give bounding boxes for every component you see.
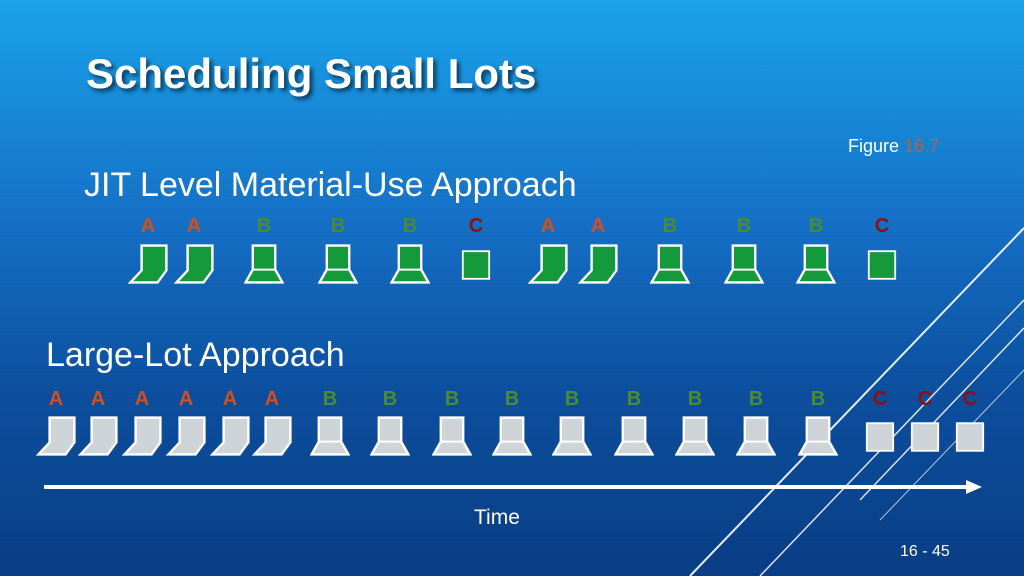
jit-label-b: B [256, 215, 272, 237]
part-b-icon [389, 244, 431, 289]
time-axis-label: Time [474, 506, 520, 529]
part-a-icon [209, 416, 250, 461]
jit-label-a: A [186, 215, 202, 237]
large-lot-label-b: B [382, 388, 398, 410]
part-b-icon [674, 416, 716, 461]
figure-number: 16.7 [904, 136, 940, 156]
jit-label-b: B [736, 215, 752, 237]
part-b-icon [795, 244, 837, 289]
figure-prefix: Figure [848, 136, 900, 156]
part-a-icon [527, 244, 568, 289]
large-lot-label-c: C [872, 388, 888, 410]
jit-label-c: C [874, 215, 890, 237]
part-b-icon [723, 244, 765, 289]
large-lot-section-title: Large-Lot Approach [46, 336, 345, 374]
page-number: 16 - 45 [900, 543, 950, 560]
large-lot-label-b: B [322, 388, 338, 410]
part-a-icon [577, 244, 618, 289]
part-a-icon [35, 416, 76, 461]
part-a-icon [77, 416, 118, 461]
part-b-icon [317, 244, 359, 289]
part-b-icon [797, 416, 839, 461]
large-lot-label-c: C [962, 388, 978, 410]
figure-reference: Figure 16.7 [848, 136, 939, 157]
part-b-icon [613, 416, 655, 461]
jit-label-b: B [402, 215, 418, 237]
part-c-icon [910, 416, 940, 463]
large-lot-label-b: B [687, 388, 703, 410]
part-c-icon [955, 416, 985, 463]
large-lot-label-a: A [48, 388, 64, 410]
jit-label-b: B [330, 215, 346, 237]
part-a-icon [121, 416, 162, 461]
jit-label-b: B [808, 215, 824, 237]
large-lot-label-c: C [917, 388, 933, 410]
large-lot-label-a: A [178, 388, 194, 410]
large-lot-label-b: B [444, 388, 460, 410]
large-lot-label-b: B [626, 388, 642, 410]
part-c-icon [867, 244, 897, 291]
part-b-icon [369, 416, 411, 461]
large-lot-label-a: A [222, 388, 238, 410]
part-b-icon [243, 244, 285, 289]
large-lot-label-b: B [810, 388, 826, 410]
large-lot-label-a: A [90, 388, 106, 410]
large-lot-label-a: A [264, 388, 280, 410]
large-lot-label-b: B [504, 388, 520, 410]
part-c-icon [461, 244, 491, 291]
jit-label-a: A [540, 215, 556, 237]
jit-label-a: A [140, 215, 156, 237]
part-a-icon [251, 416, 292, 461]
large-lot-label-a: A [134, 388, 150, 410]
part-b-icon [551, 416, 593, 461]
part-a-icon [165, 416, 206, 461]
part-c-icon [865, 416, 895, 463]
part-b-icon [431, 416, 473, 461]
part-b-icon [649, 244, 691, 289]
part-a-icon [127, 244, 168, 289]
part-b-icon [309, 416, 351, 461]
slide-title: Scheduling Small Lots [86, 50, 537, 97]
jit-label-a: A [590, 215, 606, 237]
large-lot-label-b: B [748, 388, 764, 410]
jit-label-c: C [468, 215, 484, 237]
part-b-icon [491, 416, 533, 461]
part-a-icon [173, 244, 214, 289]
jit-label-b: B [662, 215, 678, 237]
large-lot-label-b: B [564, 388, 580, 410]
jit-section-title: JIT Level Material-Use Approach [84, 166, 577, 204]
part-b-icon [735, 416, 777, 461]
